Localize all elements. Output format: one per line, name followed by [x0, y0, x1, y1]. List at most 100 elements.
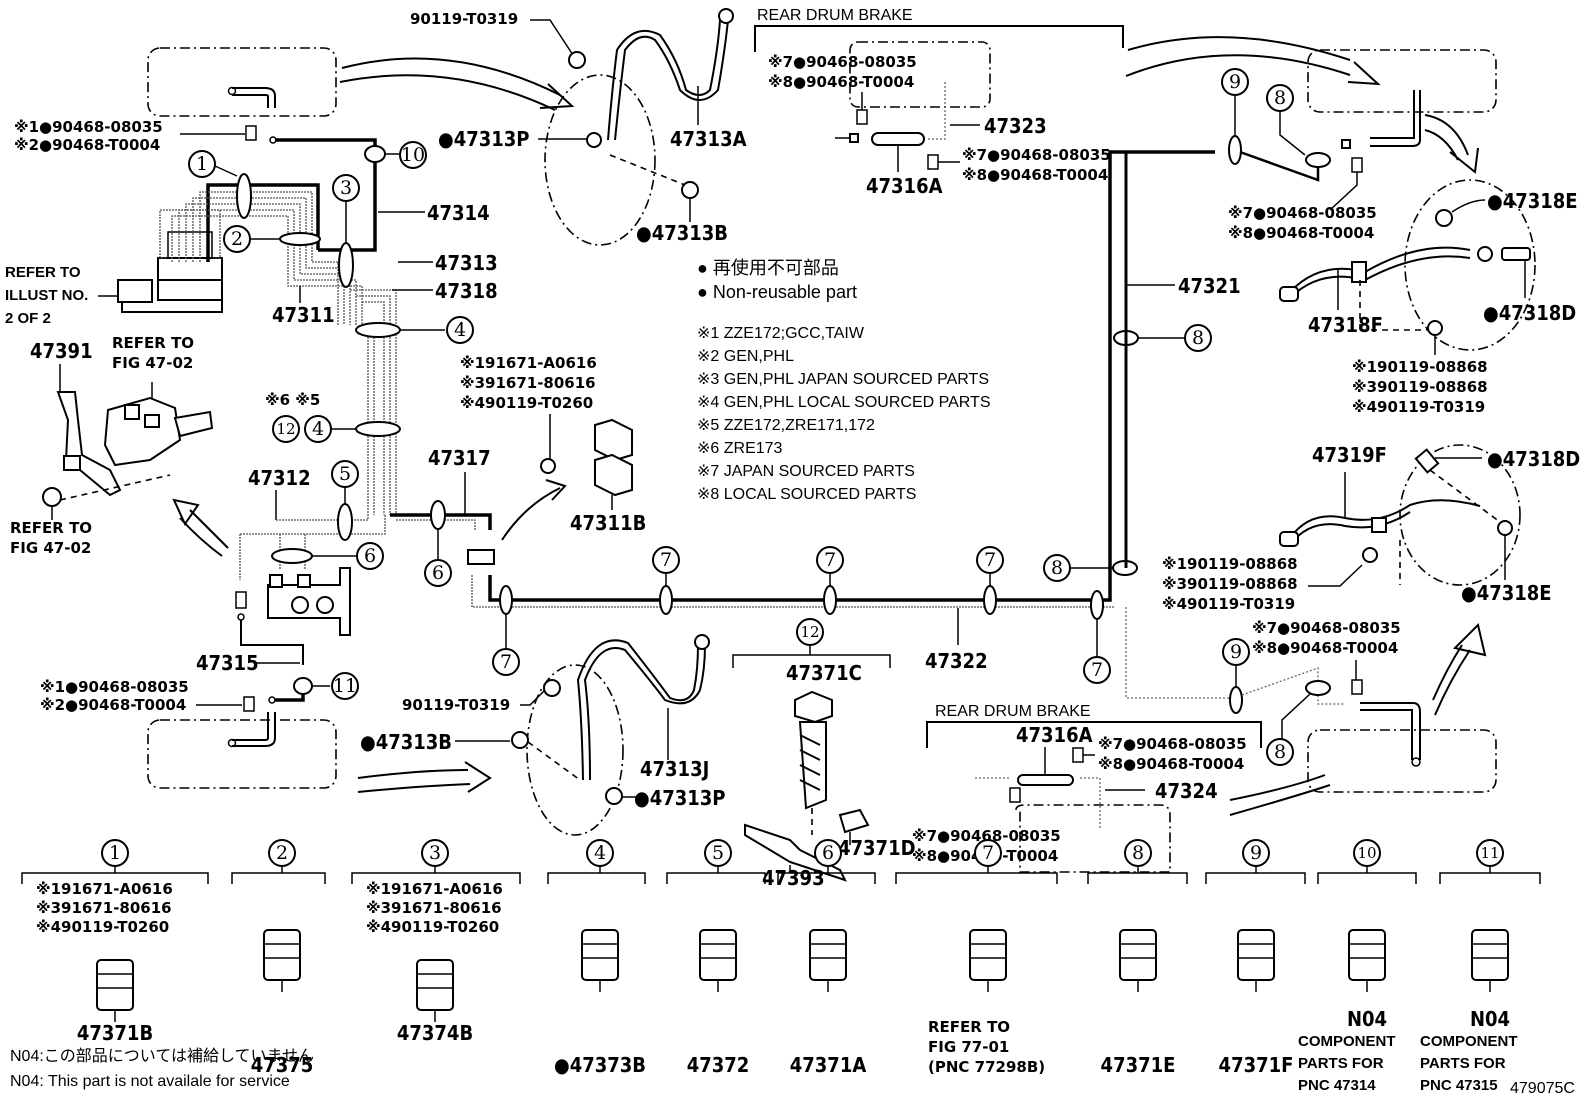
- detail-callout-number: 8: [1132, 842, 1144, 864]
- rear-right-wheel-house-outline: [1307, 49, 1497, 113]
- clip-bolt-code-3: ※490119-T0260: [460, 394, 593, 412]
- refer-fig4702-a1: REFER TO: [112, 334, 194, 352]
- svg-text:3: 3: [340, 177, 352, 199]
- detail-code: ※391671-80616: [36, 899, 172, 917]
- code-right-bolt-2: ※390119-08868: [1352, 378, 1488, 396]
- code-mid-bolt-2: ※390119-08868: [1162, 575, 1298, 593]
- svg-text:4: 4: [312, 418, 324, 440]
- clip-bolt-code-1: ※191671-A0616: [460, 354, 597, 372]
- refer-illust-line1: REFER TO: [5, 264, 81, 281]
- callout-12-variant: [272, 415, 300, 443]
- legend-note: ※5 ZZE172,ZRE171,172: [697, 417, 875, 434]
- detail-note: PNC 47315: [1420, 1077, 1498, 1094]
- refer-illust-line2: ILLUST NO.: [5, 287, 88, 304]
- arrow-to-rear-left-wheel: [357, 761, 492, 793]
- detail-callout-number: 6: [822, 842, 834, 864]
- arrow-to-master-cylinder: [189, 509, 229, 549]
- legend-note: ※1 ZZE172;GCC,TAIW: [697, 325, 865, 342]
- detail-code: ※490119-T0260: [366, 918, 499, 936]
- rear-brake-hose-47313J: [511, 634, 710, 836]
- clamp-8c: [1305, 152, 1331, 168]
- callout-10: [399, 141, 427, 169]
- rear-brake-hose-47319F: [1279, 444, 1521, 586]
- detail-code: ※191671-A0616: [36, 880, 173, 898]
- svg-text:1: 1: [196, 153, 208, 175]
- abs-actuator: [117, 209, 223, 313]
- detail-callout-number: 3: [429, 842, 441, 864]
- detail-code: ※391671-80616: [366, 899, 502, 917]
- detail-group-3: 3 ※191671-A0616※391671-80616※490119-T0260…: [351, 839, 521, 1045]
- detail-code: ※191671-A0616: [366, 880, 503, 898]
- code-right-mid-1: ※7●90468-08035: [1252, 619, 1401, 637]
- detail-bracket: [351, 866, 521, 884]
- clamp-11: [293, 677, 313, 695]
- clip-47371D: [838, 808, 870, 834]
- clip-part-icon: [1348, 929, 1386, 981]
- detail-part-label: 47371A: [790, 1053, 867, 1077]
- detail-bracket: [1439, 866, 1541, 884]
- detail-bracket: [231, 866, 326, 884]
- detail-part-label: 47371F: [1219, 1053, 1294, 1077]
- clamp-3: [338, 242, 354, 288]
- detail-bracket: [1087, 866, 1188, 884]
- clip-part-icon: [581, 929, 619, 981]
- detail-part-label: N04: [1470, 1007, 1510, 1031]
- footnote-n04-jp: N04:この部品については補給していません: [10, 1047, 314, 1065]
- detail-callout-number: 2: [276, 842, 288, 864]
- svg-text:9: 9: [1229, 71, 1241, 93]
- legend-note: ※6 ZRE173: [697, 440, 783, 457]
- svg-text:6: 6: [364, 545, 376, 567]
- code-tl-2: ※2●90468-T0004: [14, 136, 160, 154]
- clamp-4b: [355, 421, 401, 437]
- refer-fig4702-a2: FIG 47-02: [112, 354, 193, 372]
- detail-group-1: 1※191671-A0616※391671-80616※490119-T0260…: [21, 839, 209, 1045]
- callout-1: [188, 150, 216, 178]
- part-47318E-mid: ●47318E: [1461, 581, 1552, 605]
- detail-note: COMPONENT: [1298, 1033, 1396, 1050]
- clip-47371C: [794, 690, 833, 835]
- svg-text:2: 2: [231, 228, 243, 250]
- clip-part-icon: [1119, 929, 1157, 981]
- code-right-top-1: ※7●90468-08035: [1228, 204, 1377, 222]
- refer-fig4702-b1: REFER TO: [10, 519, 92, 537]
- part-47371D: 47371D: [838, 836, 916, 860]
- part-47316A-top: 47316A: [866, 174, 943, 198]
- bolt-90119-T0319-top: 90119-T0319: [410, 10, 518, 28]
- clip-icon: [243, 696, 255, 712]
- clip-part-icon: [699, 929, 737, 981]
- part-47317: 47317: [428, 446, 491, 470]
- clip-part-icon: [416, 959, 454, 1011]
- callout-11: [331, 672, 359, 700]
- clamp-10: [364, 145, 386, 163]
- callout-5: [331, 460, 359, 488]
- part-47313B-top: ●47313B: [636, 221, 728, 245]
- detail-part-label: N04: [1347, 1007, 1387, 1031]
- part-47318D-mid: ●47318D: [1487, 447, 1580, 471]
- callout-8a: [1043, 554, 1071, 582]
- part-47318E-top: ●47318E: [1487, 189, 1578, 213]
- svg-text:10: 10: [401, 144, 425, 166]
- detail-bracket: [547, 866, 646, 884]
- sheet-id: 479075C: [1510, 1080, 1575, 1097]
- clamp-2: [279, 232, 321, 246]
- part-47324: 47324: [1155, 779, 1218, 803]
- union-fitting: [467, 549, 495, 565]
- refer-illust-line3: 2 OF 2: [5, 310, 51, 327]
- clip-part-icon: [969, 929, 1007, 981]
- clip-part-icon: [1237, 929, 1275, 981]
- part-47313J: 47313J: [640, 757, 709, 781]
- code-right-bolt-1: ※190119-08868: [1352, 358, 1488, 376]
- detail-part-label: REFER TO: [928, 1018, 1010, 1036]
- callout-8b: [1184, 324, 1212, 352]
- callout-4: [446, 316, 474, 344]
- svg-text:7: 7: [1091, 659, 1103, 681]
- detail-callout-number: 5: [712, 842, 724, 864]
- bracket-47393: [744, 823, 847, 882]
- part-47313P-top: ●47313P: [438, 127, 529, 151]
- detail-bracket: [21, 866, 209, 884]
- part-47311: 47311: [272, 303, 335, 327]
- part-47313P-bottom: ●47313P: [634, 786, 725, 810]
